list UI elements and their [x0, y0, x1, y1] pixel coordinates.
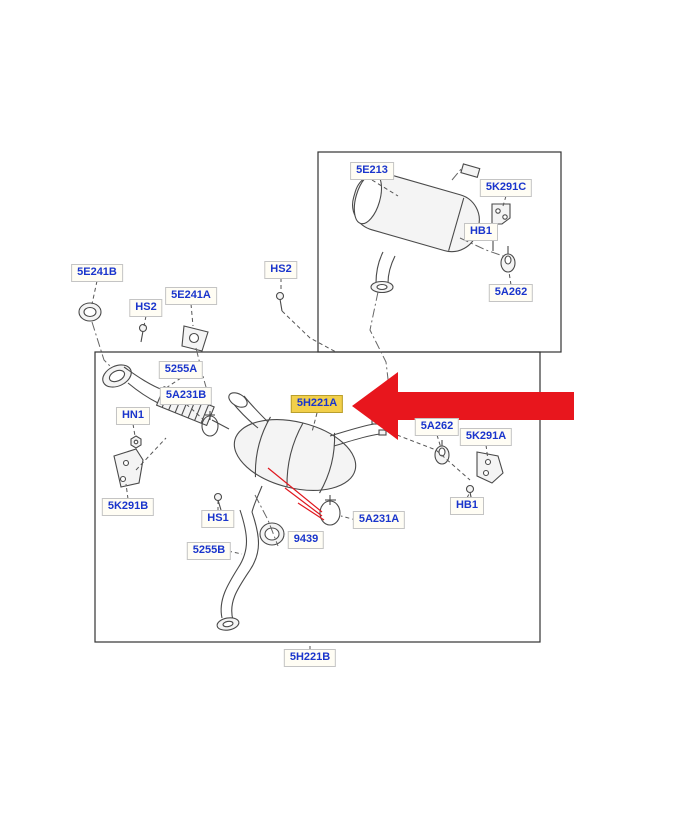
tailpipe-5255B: [216, 509, 260, 631]
leader-lines: [91, 179, 512, 650]
part-label-5E241B[interactable]: 5E241B: [71, 264, 123, 282]
part-label-5K291C[interactable]: 5K291C: [479, 179, 533, 197]
part-label-5A231A[interactable]: 5A231A: [352, 511, 406, 529]
isolator-5a262-top-icon: [500, 246, 516, 273]
part-label-9439[interactable]: 9439: [287, 531, 325, 549]
part-label-HB1[interactable]: HB1: [449, 497, 485, 515]
clamp-5A231B: [201, 411, 219, 437]
detail-box-catalyst-assembly: [94, 351, 541, 643]
bracket-5K291C: [491, 203, 511, 225]
clamp-5A231A: [319, 495, 341, 526]
part-label-5255A[interactable]: 5255A: [158, 361, 204, 379]
bracket-5K291B: [113, 448, 144, 488]
red-reference-lines: [267, 467, 325, 521]
part-label-HB1[interactable]: HB1: [463, 223, 499, 241]
part-label-5A262[interactable]: 5A262: [488, 284, 534, 302]
nut-hn1-icon: [130, 435, 142, 449]
gasket-ring-9439: [259, 522, 285, 546]
part-label-5K291A[interactable]: 5K291A: [459, 428, 513, 446]
part-label-5E241A[interactable]: 5E241A: [165, 287, 217, 305]
part-label-5A231B[interactable]: 5A231B: [159, 387, 213, 405]
part-label-HS2[interactable]: HS2: [129, 299, 163, 317]
part-label-5A262[interactable]: 5A262: [414, 418, 460, 436]
bolt-hs2-middle-icon: [275, 291, 285, 312]
part-label-HN1[interactable]: HN1: [115, 407, 151, 425]
muffler-5E213: [352, 163, 481, 294]
part-label-HS1[interactable]: HS1: [201, 510, 235, 528]
part-label-5K291B[interactable]: 5K291B: [101, 498, 155, 516]
part-label-5255B[interactable]: 5255B: [186, 542, 232, 560]
part-label-5E213[interactable]: 5E213: [350, 162, 394, 180]
highlight-arrow: [352, 372, 574, 440]
bolt-hs2-left-icon: [138, 323, 148, 343]
part-label-5H221A[interactable]: 5H221A: [290, 395, 344, 413]
bracket-5K291A: [476, 451, 504, 484]
gasket-5E241B: [78, 302, 102, 322]
part-label-5H221B[interactable]: 5H221B: [283, 649, 337, 667]
part-label-HS2[interactable]: HS2: [264, 261, 298, 279]
gasket-5E241A: [181, 325, 209, 352]
